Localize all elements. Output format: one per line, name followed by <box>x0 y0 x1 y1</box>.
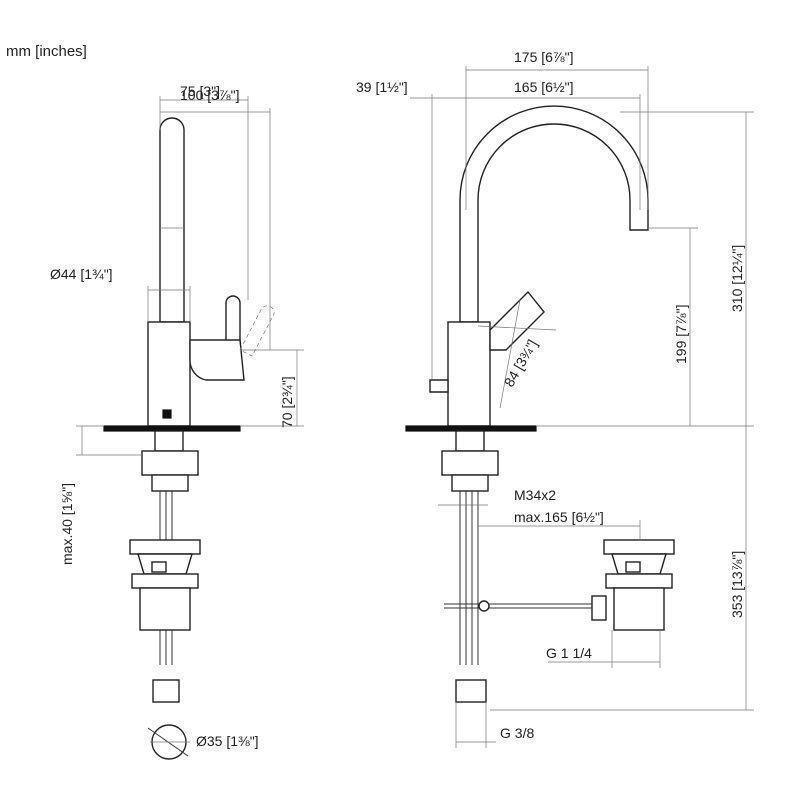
dim-75: 75 [3"] <box>180 83 220 99</box>
dim-175: 175 [6⅞"] <box>514 49 573 65</box>
deck-plate-front <box>405 425 537 432</box>
dim-g38: G 3/8 <box>500 725 534 741</box>
waste-flange-side <box>129 539 201 555</box>
waste-body-side <box>139 587 191 631</box>
dim-dia44: Ø44 [1¾"] <box>50 266 113 282</box>
dim-199: 199 [7⅞"] <box>673 305 689 364</box>
dim-thread: M34x2 <box>514 487 556 503</box>
waste-body-front <box>613 587 665 631</box>
mount-nut-side <box>141 450 199 476</box>
gooseneck-spout <box>459 105 649 323</box>
dim-dia35: Ø35 [1⅜"] <box>196 733 259 749</box>
front-view <box>405 66 754 748</box>
dim-max165: max.165 [6½"] <box>514 509 604 525</box>
dim-353: 353 [13⅞"] <box>729 551 745 618</box>
lever-handle-front <box>489 290 545 351</box>
hose-fitting-side <box>152 679 180 703</box>
deck-plate-side <box>103 425 241 432</box>
side-view <box>76 96 304 760</box>
dim-g114: G 1 1/4 <box>546 645 592 661</box>
lever-base-side <box>189 339 245 381</box>
spout-side <box>159 117 185 323</box>
dim-100: 100 [3⅞"] <box>180 87 239 103</box>
dim-310: 310 [12¼"] <box>729 245 745 312</box>
waste-flange-front <box>603 539 675 555</box>
dim-70: 70 [2¾"] <box>279 376 295 428</box>
mount-nut-front <box>441 450 499 476</box>
dim-39: 39 [1½"] <box>356 79 408 95</box>
mount-thread-front <box>455 430 485 452</box>
faucet-body-front <box>447 321 491 427</box>
mount-thread-side <box>154 430 184 452</box>
dim-max40: max.40 [1⅝"] <box>59 483 75 565</box>
dim-165: 165 [6½"] <box>514 79 573 95</box>
units-label: mm [inches] <box>6 43 87 60</box>
hose-fitting-front <box>455 679 487 703</box>
